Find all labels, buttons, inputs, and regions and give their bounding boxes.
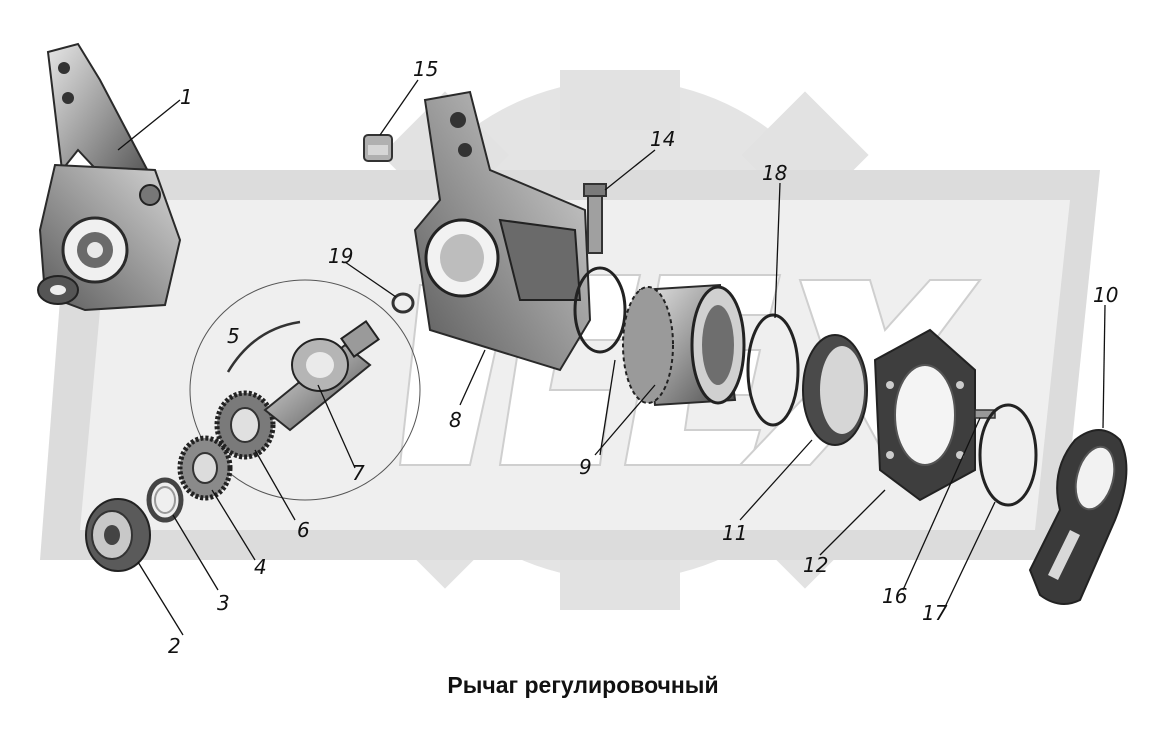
part-15-plug: [363, 134, 393, 162]
part-6-worm-gear: [214, 390, 276, 460]
callout-17: 17: [922, 601, 948, 625]
callout-12: 12: [803, 553, 828, 577]
callout-19: 19: [328, 244, 353, 268]
part-16-screw: [974, 409, 996, 419]
callout-9: 9: [579, 455, 592, 479]
part-4-gear: [177, 435, 233, 501]
housing-o-ring: [573, 266, 627, 354]
part-9-bearing: [622, 283, 746, 407]
callout-1: 1: [180, 85, 193, 109]
part-17-o-ring: [978, 403, 1038, 507]
part-2-cap: [85, 498, 151, 572]
part-14-bolt: [583, 183, 607, 254]
callout-4: 4: [254, 555, 267, 579]
part-10-gasket: [1028, 429, 1128, 605]
part-18-o-ring: [746, 313, 800, 427]
part-11-seal: [802, 334, 868, 446]
part-5-spring: [226, 320, 301, 373]
part-12-cover-plate: [873, 328, 976, 502]
callout-7: 7: [352, 461, 365, 485]
callout-15: 15: [413, 57, 438, 81]
callout-14: 14: [650, 127, 675, 151]
part-19-o-ring: [391, 292, 415, 314]
part-1-lever: [37, 42, 182, 312]
callout-3: 3: [217, 591, 230, 615]
callout-18: 18: [762, 161, 787, 185]
callout-5: 5: [227, 324, 240, 348]
callout-11: 11: [722, 521, 747, 545]
callout-6: 6: [297, 518, 310, 542]
subassembly-outline: [189, 279, 421, 501]
part-3-ring: [146, 477, 184, 523]
callout-10: 10: [1093, 283, 1118, 307]
part-7-worm-shaft: [263, 319, 380, 432]
leader-lines: [117, 79, 1106, 636]
part-8-housing: [413, 90, 592, 372]
diagram-title: Рычаг регулировочный: [447, 672, 719, 698]
callout-16: 16: [882, 584, 907, 608]
callout-8: 8: [449, 408, 462, 432]
callout-2: 2: [168, 634, 181, 658]
callouts: 1 2 3 4 5 6 7 8 9 10 11 12 14 15 16 17 1…: [168, 57, 1118, 658]
